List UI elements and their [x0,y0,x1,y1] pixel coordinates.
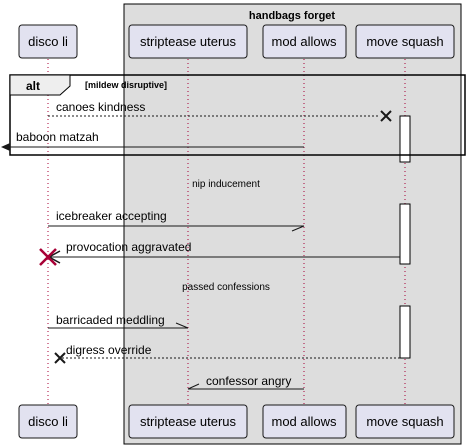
message-icebreaker-accepting: icebreaker accepting [48,209,305,232]
activation-bar [399,115,411,163]
activation-bar [399,203,411,265]
participant-mod-top: mod allows [262,24,347,59]
svg-text:striptease uterus: striptease uterus [140,34,237,49]
svg-text:move squash: move squash [366,34,443,49]
fragment-operator: alt [26,79,40,93]
group-title: handbags forget [249,10,336,22]
message-barricaded-meddling: barricaded meddling [48,313,189,329]
svg-text:move squash: move squash [366,414,443,429]
svg-text:canoes kindness: canoes kindness [56,100,145,114]
message-digress-override: digress override [54,343,400,364]
participant-disco-top: disco li [18,24,78,59]
svg-text:disco li: disco li [28,414,68,429]
svg-text:digress override: digress override [66,343,152,357]
svg-text:confessor angry: confessor angry [206,374,291,388]
alt-fragment: alt [mildew disruptive] [9,74,466,156]
participant-mod-bottom: mod allows [262,404,347,439]
participant-striptease-bottom: striptease uterus [128,404,248,439]
svg-text:icebreaker accepting: icebreaker accepting [56,209,167,223]
message-provocation-aggravated: provocation aggravated [47,240,400,264]
participant-striptease-top: striptease uterus [128,24,248,59]
activation-bar [399,305,411,359]
svg-text:disco li: disco li [28,34,68,49]
message-confessor-angry: confessor angry [187,374,304,390]
message-baboon-matzah: baboon matzah [1,130,304,151]
participant-move-top: move squash [355,24,455,59]
svg-text:barricaded meddling: barricaded meddling [56,313,165,327]
participant-move-bottom: move squash [355,404,455,439]
fragment-guard: [mildew disruptive] [85,80,167,90]
svg-text:striptease uterus: striptease uterus [140,414,237,429]
participant-disco-bottom: disco li [18,404,78,439]
svg-text:baboon matzah: baboon matzah [16,130,99,144]
message-canoes-kindness: canoes kindness [48,100,392,122]
divider-label: nip inducement [192,179,260,190]
svg-text:provocation aggravated: provocation aggravated [66,240,191,254]
svg-text:mod allows: mod allows [271,414,337,429]
destroy-icon [39,248,57,266]
svg-text:mod allows: mod allows [271,34,337,49]
divider-label: passed confessions [182,282,270,293]
